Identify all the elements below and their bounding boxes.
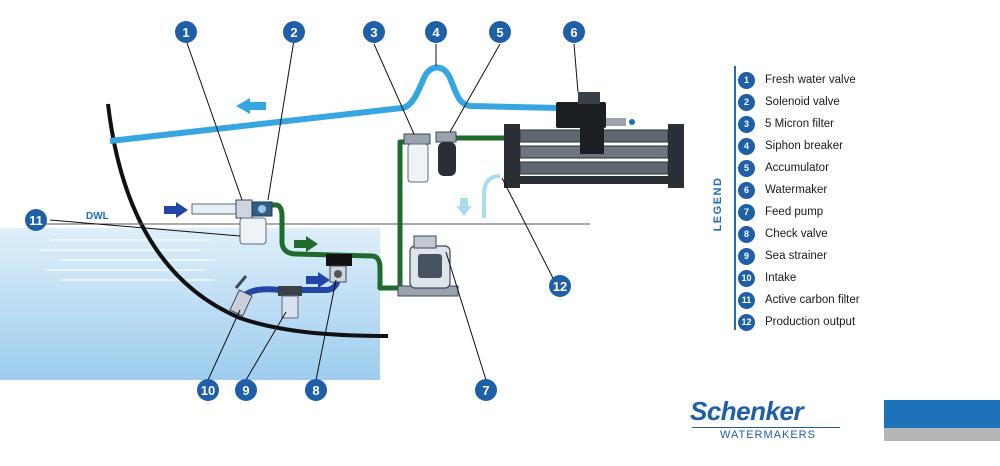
- legend-item-number: 10: [738, 269, 755, 287]
- svg-text:1: 1: [182, 25, 189, 40]
- legend-title: LEGEND: [712, 176, 724, 232]
- legend-item: 9 Sea strainer: [738, 246, 827, 266]
- legend-item: 7 Feed pump: [738, 202, 823, 222]
- flow-arrow-down-icon: [456, 198, 472, 216]
- brand-name: Schenker: [690, 396, 804, 426]
- legend-item-label: Sea strainer: [765, 250, 828, 262]
- legend-item-label: Watermaker: [765, 184, 828, 196]
- brand-underline: [692, 427, 840, 428]
- fresh-water-valve: [235, 199, 273, 219]
- legend-item-label: Feed pump: [765, 206, 824, 218]
- fresh-water-hose: [109, 64, 561, 144]
- legend-item-number: 6: [738, 181, 755, 199]
- brand-stripe-blue: [884, 400, 1000, 428]
- active-carbon-filter: [239, 217, 267, 245]
- production-output-hose: [482, 174, 501, 218]
- legend-item: 1 Fresh water valve: [738, 70, 856, 90]
- svg-text:4: 4: [432, 25, 440, 40]
- legend-item: 5 Accumulator: [738, 158, 829, 178]
- legend-item-number: 1: [738, 71, 755, 89]
- sea-strainer: [278, 286, 302, 319]
- callout-3: 3: [363, 21, 385, 43]
- waterline-label: DWL: [86, 211, 109, 222]
- callout-11: 11: [25, 209, 47, 231]
- legend-item-label: Check valve: [765, 228, 828, 240]
- svg-text:9: 9: [242, 383, 249, 398]
- legend-item: 4 Siphon breaker: [738, 136, 843, 156]
- callout-9: 9: [235, 379, 257, 401]
- svg-text:10: 10: [201, 383, 215, 398]
- callout-8: 8: [305, 379, 327, 401]
- legend-item-number: 7: [738, 203, 755, 221]
- flow-arrow-right-green-icon: [294, 236, 318, 252]
- fresh-water-inlet-tube: [191, 203, 237, 215]
- legend-item-label: Active carbon filter: [765, 294, 860, 306]
- water-ripple-lines: [40, 239, 215, 281]
- legend-item-number: 9: [738, 247, 755, 265]
- legend-item-number: 5: [738, 159, 755, 177]
- legend-item: 11 Active carbon filter: [738, 290, 860, 310]
- micron-filter: [403, 133, 431, 183]
- legend-item: 10 Intake: [738, 268, 796, 288]
- legend-item: 6 Watermaker: [738, 180, 827, 200]
- svg-text:6: 6: [570, 25, 577, 40]
- svg-text:7: 7: [482, 383, 489, 398]
- legend-item: 8 Check valve: [738, 224, 828, 244]
- legend-item: 12 Production output: [738, 312, 855, 332]
- feed-hose-green: [270, 139, 412, 291]
- legend-item-number: 3: [738, 115, 755, 133]
- svg-text:5: 5: [496, 25, 503, 40]
- legend-item-label: Accumulator: [765, 162, 829, 174]
- accumulator: [435, 131, 457, 176]
- legend-divider: [734, 66, 736, 330]
- legend-item-number: 11: [738, 291, 755, 309]
- legend-item-number: 12: [738, 313, 755, 331]
- callout-1: 1: [175, 21, 197, 43]
- intake-seacock: [229, 275, 253, 317]
- flow-arrow-inlet-icon: [164, 202, 188, 218]
- brand-subtitle: WATERMAKERS: [720, 429, 816, 441]
- callout-10: 10: [197, 379, 219, 401]
- callout-leader-lines: [49, 39, 579, 381]
- check-valve: [326, 254, 352, 283]
- callout-6: 6: [563, 21, 585, 43]
- legend-item-label: Solenoid valve: [765, 96, 840, 108]
- feed-pump: [397, 235, 459, 297]
- legend-item-number: 4: [738, 137, 755, 155]
- flow-arrow-left-icon: [236, 98, 266, 114]
- legend-item-label: Intake: [765, 272, 797, 284]
- legend-item-label: Production output: [765, 316, 856, 328]
- svg-text:11: 11: [29, 213, 43, 228]
- legend-item-label: Siphon breaker: [765, 140, 843, 152]
- callout-12: 12: [549, 275, 571, 297]
- svg-text:2: 2: [290, 25, 297, 40]
- callout-4: 4: [425, 21, 447, 43]
- watermaker-unit: [504, 92, 684, 188]
- sea-water: [0, 228, 380, 380]
- legend-item: 3 5 Micron filter: [738, 114, 834, 134]
- schenker-logo: Schenker WATERMAKERS: [690, 396, 850, 444]
- legend-item-label: 5 Micron filter: [765, 118, 835, 130]
- callout-7: 7: [475, 379, 497, 401]
- legend-item-number: 2: [738, 93, 755, 111]
- svg-text:3: 3: [370, 25, 377, 40]
- legend-item-label: Fresh water valve: [765, 74, 856, 86]
- legend-item: 2 Solenoid valve: [738, 92, 840, 112]
- callout-5: 5: [489, 21, 511, 43]
- flow-arrow-right-blue-icon: [306, 272, 330, 288]
- callout-2: 2: [283, 21, 305, 43]
- boat-hull: [106, 103, 389, 338]
- legend-item-number: 8: [738, 225, 755, 243]
- svg-text:8: 8: [312, 383, 319, 398]
- svg-text:12: 12: [553, 279, 567, 294]
- brand-stripe-grey: [884, 428, 1000, 441]
